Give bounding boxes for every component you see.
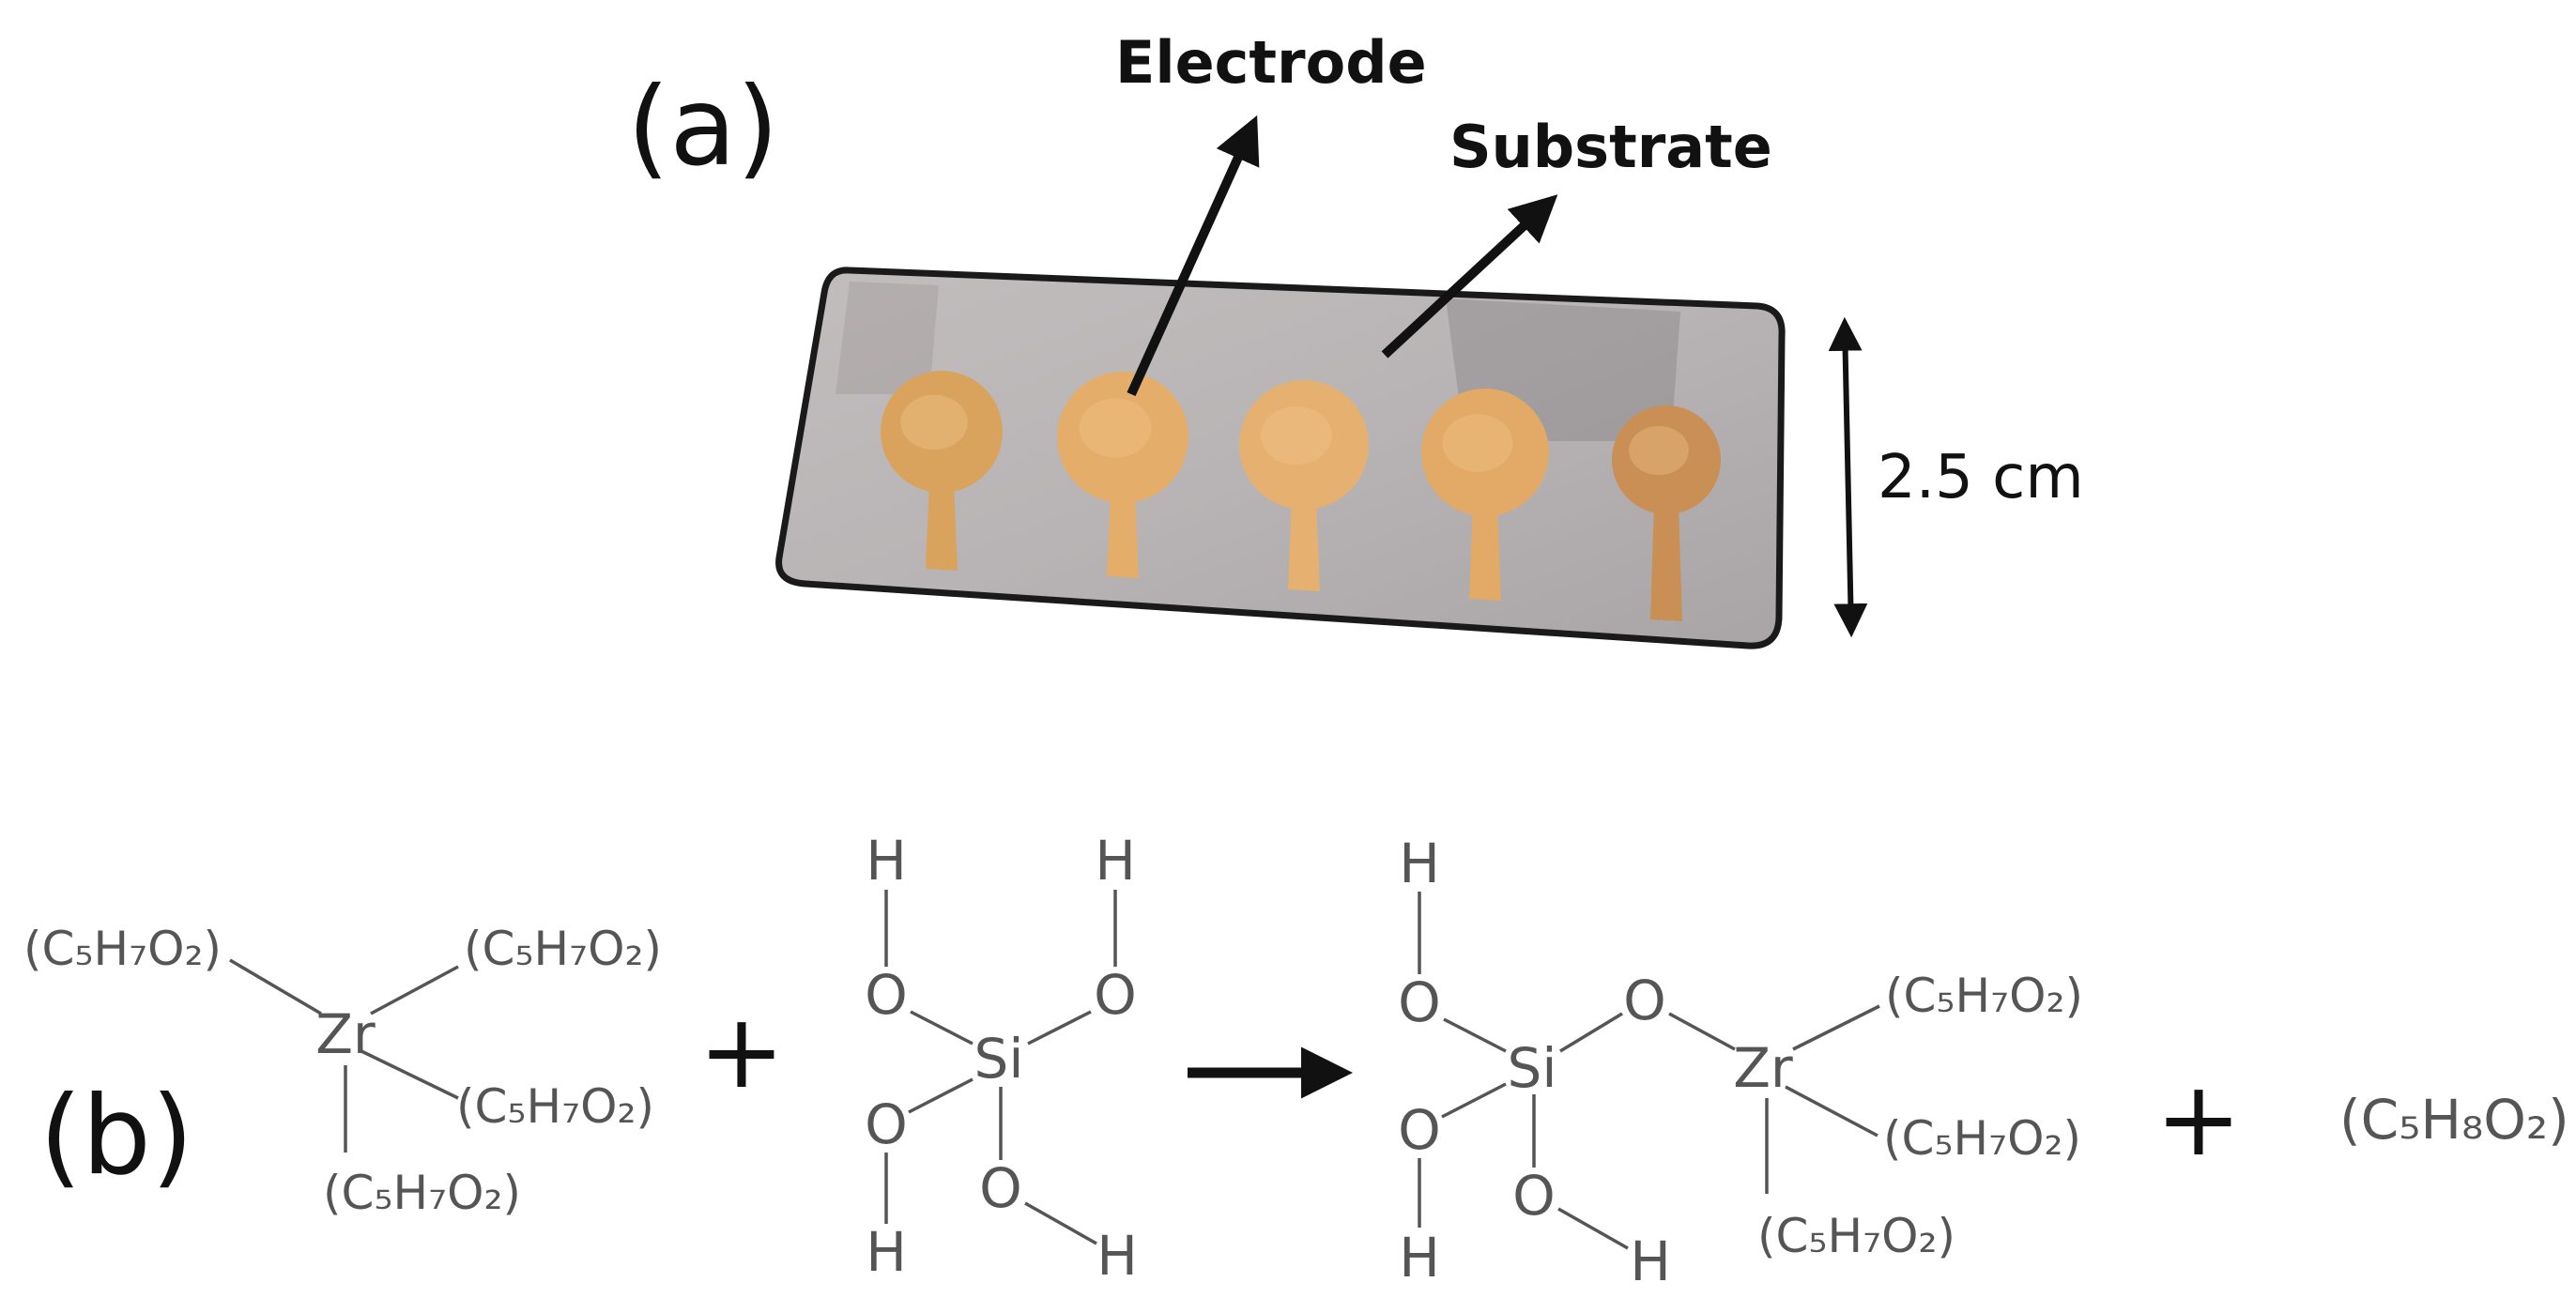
electrode-callout: Electrode	[1115, 28, 1427, 97]
bond	[1443, 1017, 1507, 1053]
ligand-label: (C₅H₇O₂)	[1885, 969, 2083, 1023]
substrate-shadow	[836, 282, 939, 394]
electrode-lead	[1107, 492, 1139, 578]
dimension-arrow	[1828, 316, 1868, 638]
hydrogen-atom: H	[1399, 1226, 1440, 1290]
oxygen-atom: O	[865, 963, 908, 1027]
ligand-label: (C₅H₇O₂)	[23, 922, 222, 976]
electrode-highlight	[1079, 398, 1152, 458]
electrode-highlight	[900, 394, 968, 450]
bond	[1792, 1004, 1880, 1051]
bond	[908, 1077, 974, 1114]
plus-sign: +	[698, 991, 785, 1111]
ligand-label: (C₅H₇O₂)	[456, 1079, 654, 1134]
electrode-arrow	[1127, 115, 1260, 397]
electrode-pad	[1057, 372, 1188, 503]
electrode-highlight	[1261, 405, 1332, 466]
zr-acetylacetonate: Zr (C₅H₇O₂) (C₅H₇O₂) (C₅H₇O₂) (C₅H₇O₂)	[23, 922, 662, 1220]
hydrogen-atom: H	[1630, 1229, 1671, 1293]
plus-sign: +	[2155, 1059, 2242, 1179]
silicic-acid: Si O O O O H H H H	[865, 829, 1138, 1288]
dimension-label: 2.5 cm	[1878, 443, 2084, 512]
panel-a-label: (a)	[627, 64, 779, 191]
si-atom: Si	[974, 1027, 1024, 1091]
zr-atom: Zr	[1733, 1036, 1793, 1100]
bond	[370, 965, 459, 1015]
bond	[1027, 1010, 1092, 1046]
oxygen-atom: O	[979, 1156, 1022, 1220]
ligand-label: (C₅H₇O₂)	[1883, 1111, 2081, 1166]
electrode-lead	[1469, 505, 1501, 601]
hydrogen-atom: H	[1096, 1224, 1138, 1288]
electrode-lead	[1650, 503, 1682, 621]
hydrogen-atom: H	[1399, 832, 1440, 895]
oxygen-atom: O	[1094, 963, 1137, 1027]
product-molecule: Si O Zr O O O H H H (C₅H₇O₂) (C₅H₇O₂) (C…	[1398, 832, 2083, 1293]
electrode-pad	[1421, 389, 1549, 516]
oxygen-atom: O	[1398, 970, 1441, 1034]
bond	[1668, 1012, 1736, 1051]
oxygen-atom: O	[1623, 969, 1666, 1032]
electrode-highlight	[1442, 414, 1513, 472]
bond	[1441, 1082, 1507, 1119]
bond	[1559, 1012, 1623, 1053]
ligand-label: (C₅H₇O₂)	[1757, 1209, 1955, 1263]
electrode-highlight	[1629, 425, 1689, 476]
electrode-lead	[926, 481, 958, 571]
hydrogen-atom: H	[866, 829, 907, 893]
ligand-label: (C₅H₇O₂)	[464, 922, 662, 976]
oxygen-atom: O	[1512, 1164, 1556, 1228]
si-atom: Si	[1508, 1036, 1557, 1100]
bond	[360, 1049, 459, 1100]
bond	[910, 1010, 974, 1046]
electrode-lead	[1288, 498, 1320, 591]
hydrogen-atom: H	[1095, 829, 1136, 893]
zr-atom: Zr	[315, 1002, 376, 1066]
oxygen-atom: O	[865, 1092, 908, 1156]
substrate-arrow	[1381, 194, 1558, 359]
substrate-callout: Substrate	[1449, 113, 1772, 181]
electrode-pad	[1239, 380, 1369, 510]
bond	[1557, 1207, 1629, 1250]
hydrogen-atom: H	[866, 1220, 907, 1284]
electrode-array	[881, 371, 1721, 621]
bond	[229, 958, 322, 1015]
electrode-pad	[1612, 405, 1721, 514]
panel-b-label: (b)	[39, 1073, 193, 1199]
bond	[1024, 1201, 1097, 1245]
oxygen-atom: O	[1398, 1098, 1441, 1162]
byproduct-label: (C₅H₈O₂)	[2339, 1088, 2569, 1152]
ligand-label: (C₅H₇O₂)	[323, 1166, 521, 1220]
electrode-pad	[881, 371, 1003, 493]
bond	[1785, 1085, 1878, 1137]
